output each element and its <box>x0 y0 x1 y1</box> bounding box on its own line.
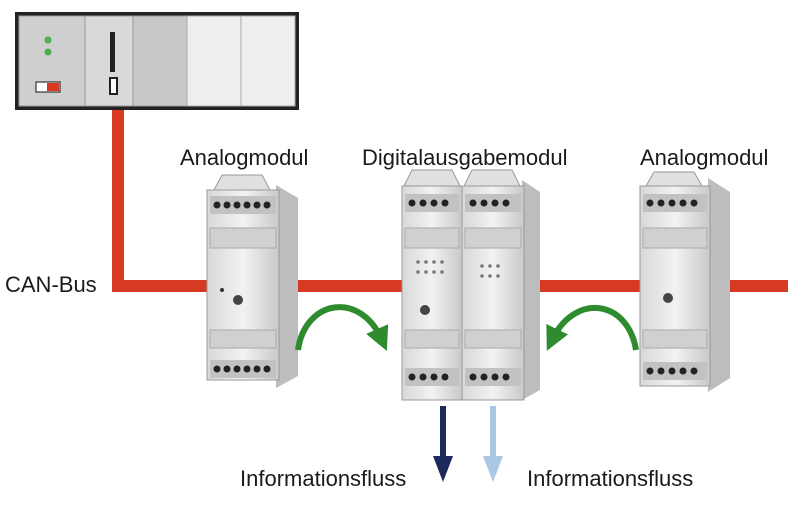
module-right-label: Analogmodul <box>640 145 769 170</box>
arrow-down-icon-light <box>483 406 503 482</box>
din-rail-module-center <box>401 169 540 401</box>
module-center-label: Digitalausgabemodul <box>362 145 568 170</box>
plc-controller-icon <box>15 12 299 110</box>
din-rail-module-right <box>639 171 730 392</box>
curved-arrow-icon-left <box>295 304 389 351</box>
module-left-label: Analogmodul <box>180 145 309 170</box>
can-bus-line <box>112 110 788 292</box>
flow-left-label: Informationsfluss <box>240 466 407 491</box>
din-rail-module-left <box>206 174 298 388</box>
curved-arrow-icon-right <box>546 304 639 351</box>
can-bus-label: CAN-Bus <box>5 272 97 297</box>
flow-right-label: Informationsfluss <box>527 466 694 491</box>
arrow-down-icon-dark <box>433 406 453 482</box>
